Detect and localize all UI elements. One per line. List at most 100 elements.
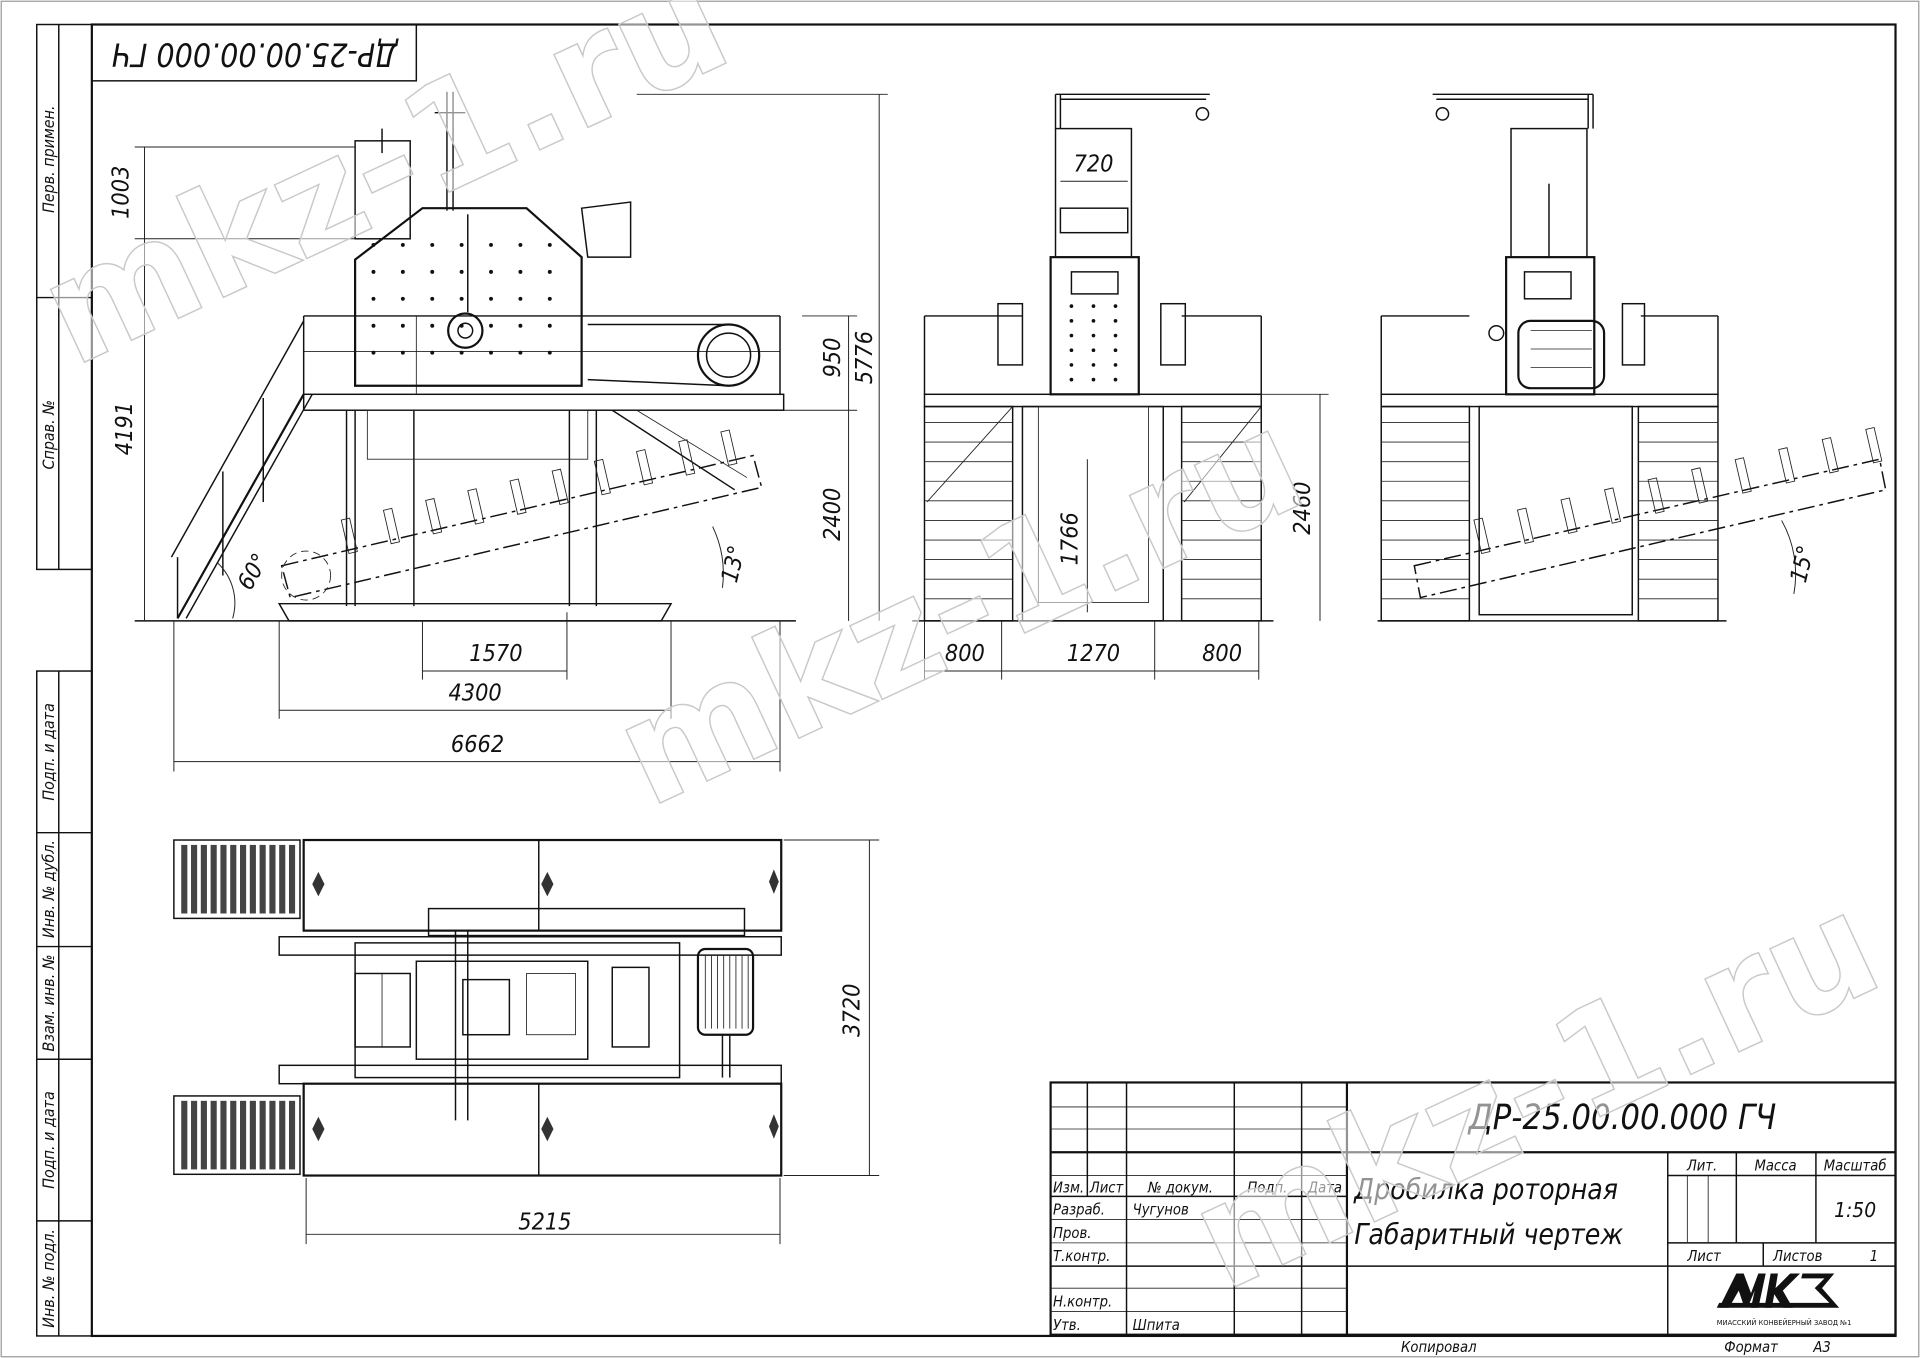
bolt: [430, 242, 435, 247]
conveyor-roller: [1691, 467, 1709, 504]
bolt: [1069, 377, 1074, 382]
stair-rungs: [924, 422, 1262, 600]
bolt: [518, 296, 523, 301]
bolt: [430, 296, 435, 301]
hdr-izm: Изм.: [1053, 1180, 1084, 1197]
bolt: [547, 350, 552, 355]
bolt: [400, 323, 405, 328]
bolt: [1069, 363, 1074, 367]
crusher-bolt-pattern: [371, 242, 552, 355]
grating-bar: [249, 1100, 256, 1170]
dim-1270: 1270: [1067, 640, 1120, 667]
conveyor-roller: [340, 517, 358, 555]
name-utv: Шпита: [1133, 1317, 1180, 1334]
dim-950: 950: [819, 338, 846, 378]
dim-1003: 1003: [108, 166, 135, 219]
grating-bar: [269, 844, 276, 914]
stamp-podp-data-2: Подп. и дата: [39, 1091, 58, 1188]
bolt: [459, 350, 464, 355]
bolt: [547, 269, 552, 274]
hdr-date: Дата: [1307, 1180, 1342, 1197]
dim-4191: 4191: [111, 402, 138, 455]
bolt: [1113, 363, 1118, 367]
bolt: [518, 323, 523, 328]
conveyor-roller: [678, 439, 696, 476]
bolt: [400, 296, 405, 301]
dim-2460: 2460: [1289, 482, 1316, 535]
bolt: [400, 350, 405, 355]
conveyor-rollers: [340, 429, 738, 555]
conveyor-roller: [1473, 517, 1491, 555]
grating-bar: [210, 844, 217, 914]
bolt: [371, 269, 376, 274]
stamp-inv-podl: Инв. № подл.: [39, 1229, 58, 1328]
scale-label: Масштаб: [1824, 1158, 1887, 1175]
format-label: Формат: [1724, 1339, 1779, 1356]
role-tkontr: Т.контр.: [1053, 1248, 1110, 1265]
conveyor-roller: [509, 478, 527, 515]
rotated-drawing-code: ДР-25.00.00.000 ГЧ: [112, 36, 400, 74]
angle-15: 15°: [1785, 543, 1820, 585]
dim-800-left: 800: [945, 640, 985, 667]
bolt: [400, 269, 405, 274]
grating-bar: [230, 844, 237, 914]
dim-720: 720: [1074, 150, 1114, 177]
bolt: [547, 296, 552, 301]
sheets-count: 1: [1870, 1248, 1878, 1265]
bolt: [371, 323, 376, 328]
grating-bar: [191, 844, 198, 914]
bolt: [371, 242, 376, 247]
angle-13: 13°: [716, 543, 751, 585]
grating-bar: [279, 844, 286, 914]
bolt: [430, 350, 435, 355]
rotated-code-box: [91, 23, 418, 82]
grating-bar: [259, 1100, 266, 1170]
grating-bar: [200, 844, 207, 914]
bolt: [1113, 348, 1118, 353]
dim-5215: 5215: [518, 1208, 571, 1235]
dim-2400: 2400: [819, 488, 846, 541]
conveyor-roller: [1560, 497, 1578, 534]
mkz-logo: МИАССКИЙ КОНВЕЙЕРНЫЙ ЗАВОД №1: [1716, 1273, 1851, 1327]
grating-bar: [240, 1100, 247, 1170]
stamp-perv-primen: Перв. примен.: [39, 105, 58, 212]
name-razrab: Чугунов: [1133, 1202, 1189, 1219]
dim-3720: 3720: [839, 984, 866, 1037]
copied-label: Копировал: [1401, 1339, 1477, 1356]
title-block: ДР-25.00.00.000 ГЧ Дробилка роторная Габ…: [1049, 1081, 1897, 1356]
conveyor-roller: [593, 458, 611, 496]
bolt: [459, 242, 464, 247]
stair-grating: [181, 844, 296, 1170]
lit-label: Лит.: [1686, 1158, 1717, 1175]
motor-fins: [704, 955, 749, 1029]
angle-60: 60°: [232, 549, 274, 595]
bolt: [459, 323, 464, 328]
bolt: [459, 296, 464, 301]
dim-1766: 1766: [1057, 512, 1084, 565]
conveyor-roller: [1647, 477, 1665, 514]
bolt: [371, 296, 376, 301]
sheets-label: Листов: [1772, 1248, 1823, 1265]
conveyor-roller: [1734, 457, 1752, 494]
conveyor-roller: [551, 468, 569, 506]
bolt: [1113, 377, 1118, 382]
rear-view: 15°: [1377, 93, 1887, 622]
bolt: [1091, 333, 1096, 338]
dim-6662: 6662: [451, 731, 504, 758]
conveyor-roller: [1778, 447, 1796, 484]
drawing-code: ДР-25.00.00.000 ГЧ: [1467, 1098, 1777, 1138]
bolt: [518, 269, 523, 274]
bolt: [1091, 319, 1096, 323]
plan-dimensions: 3720 5215: [305, 839, 880, 1245]
conveyor-rollers: [1473, 427, 1883, 555]
bolt: [518, 242, 523, 247]
grating-bar: [181, 844, 188, 914]
bolt: [1069, 333, 1074, 338]
grating-bar: [240, 844, 247, 914]
grating-bar: [210, 1100, 217, 1170]
front-dimensions: 720 1766 2460 800 1270 800: [924, 150, 1329, 680]
bolt: [1113, 333, 1118, 338]
grating-bar: [249, 844, 256, 914]
